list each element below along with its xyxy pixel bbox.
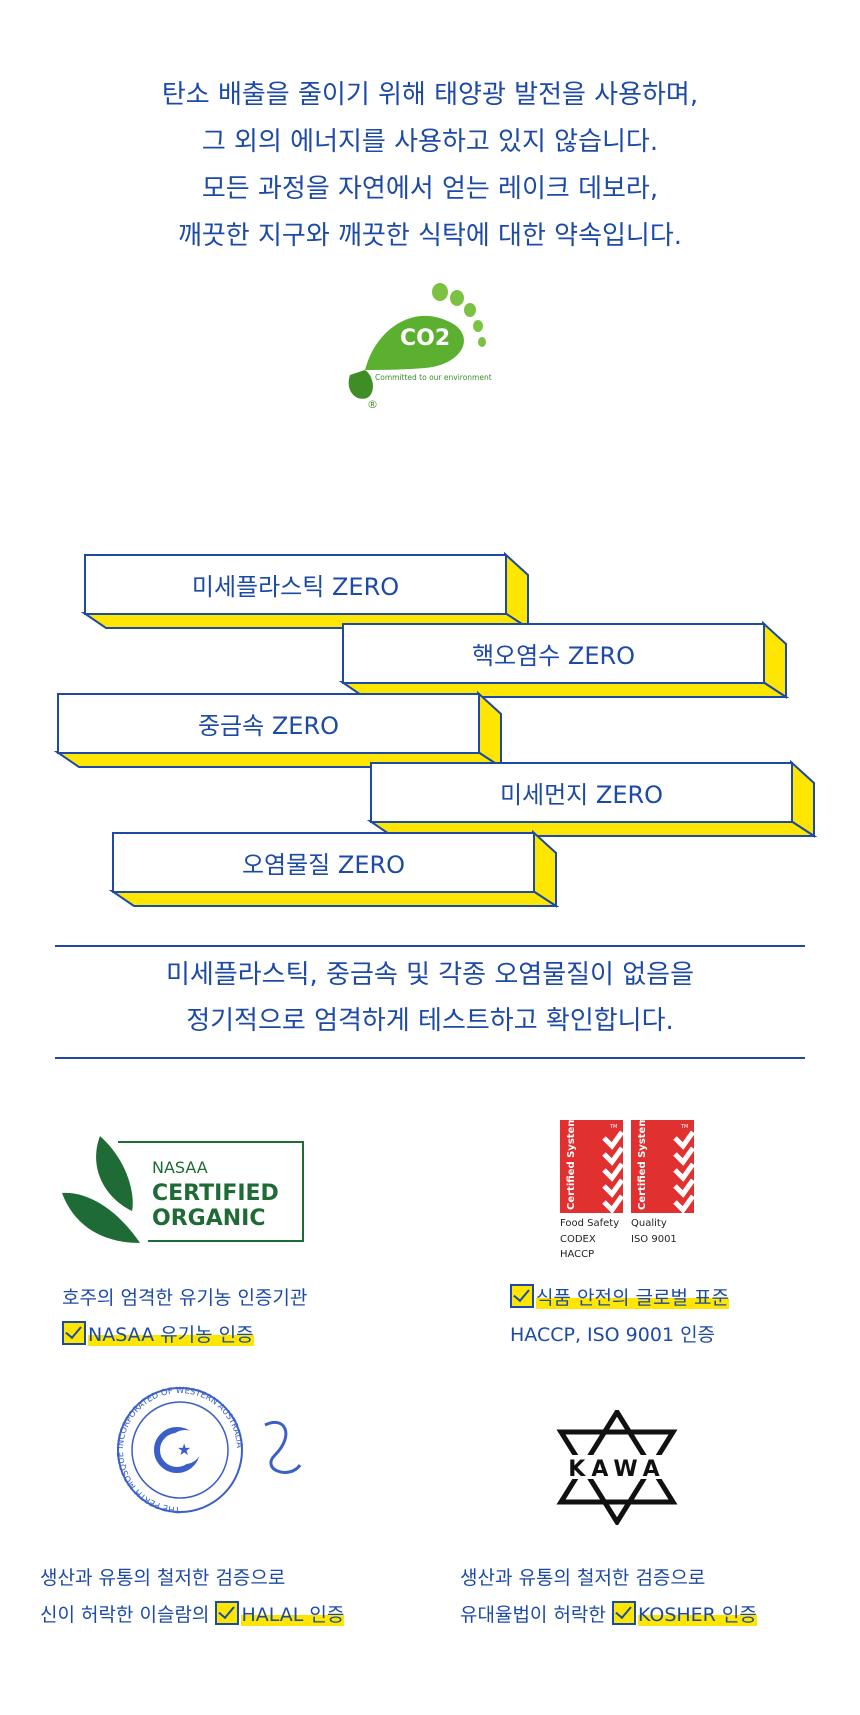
logo-text: NASAA <box>152 1158 208 1177</box>
perth-mosque-halal-seal: THE PERTH MOSQUE INCORPORATED OF WESTERN… <box>116 1386 302 1514</box>
checkbox-icon <box>62 1321 86 1345</box>
caption-text: 유대율법이 허락한 <box>460 1604 606 1626</box>
nasaa-certified-organic-logo: NASAA CERTIFIED ORGANIC <box>62 1136 304 1243</box>
halal-caption: 생산과 유통의 철저한 검증으로 신이 허락한 이슬람의 HALAL 인증 <box>40 1560 345 1634</box>
intro-line: 그 외의 에너지를 사용하고 있지 않습니다. <box>201 127 659 157</box>
checkbox-icon <box>611 1601 636 1625</box>
divider <box>55 1057 805 1059</box>
label-text: Quality <box>631 1218 667 1229</box>
co2-footprint-logo: CO2 Committed to our environment ® <box>348 283 492 410</box>
svg-text:★: ★ <box>177 1440 191 1459</box>
kawa-kosher-logo: KAWA <box>556 1410 678 1525</box>
co2-text: CO2 <box>400 326 450 351</box>
zero-box-pollutant: 오염물질 ZERO <box>108 829 560 908</box>
checkbox-icon <box>215 1601 240 1625</box>
testing-line: 미세플라스틱, 중금속 및 각종 오염물질이 없음을 <box>166 960 694 990</box>
label-text: HACCP <box>560 1249 594 1260</box>
caption-highlight: HALAL 인증 <box>241 1604 345 1626</box>
zero-box-heavy-metal: 중금속 ZERO <box>53 690 505 769</box>
zero-label: 핵오염수 ZERO <box>342 623 765 684</box>
logo-text: CERTIFIED <box>152 1181 279 1206</box>
label-text: Food Safety <box>560 1218 619 1229</box>
label-text: CODEX <box>560 1234 596 1245</box>
intro-text: 탄소 배출을 줄이기 위해 태양광 발전을 사용하며, 그 외의 에너지를 사용… <box>0 72 860 260</box>
zero-label: 미세먼지 ZERO <box>370 762 793 823</box>
zero-label: 오염물질 ZERO <box>112 832 535 893</box>
badge-text: Certified System <box>566 1120 577 1210</box>
zero-label: 중금속 ZERO <box>57 693 480 754</box>
tm-mark: TM <box>680 1124 688 1130</box>
registered-mark: ® <box>367 398 378 410</box>
caption-highlight: 식품 안전의 글로벌 표준 <box>536 1287 729 1309</box>
testing-text: 미세플라스틱, 중금속 및 각종 오염물질이 없음을 정기적으로 엄격하게 테스… <box>0 952 860 1044</box>
caption-line: 생산과 유통의 철저한 검증으로 <box>40 1567 286 1589</box>
testing-line: 정기적으로 엄격하게 테스트하고 확인합니다. <box>186 1006 674 1036</box>
badge-text: Certified System <box>637 1120 648 1210</box>
kosher-caption: 생산과 유통의 철저한 검증으로 유대율법이 허락한 KOSHER 인증 <box>460 1560 757 1634</box>
tm-mark: TM <box>609 1124 617 1130</box>
caption-highlight: KOSHER 인증 <box>637 1604 757 1626</box>
logo-text: ORGANIC <box>152 1206 265 1231</box>
intro-line: 깨끗한 지구와 깨끗한 식탁에 대한 약속입니다. <box>177 221 683 251</box>
caption-line: 생산과 유통의 철저한 검증으로 <box>460 1567 706 1589</box>
haccp-caption: 식품 안전의 글로벌 표준 HACCP, ISO 9001 인증 <box>510 1280 729 1354</box>
zero-label: 미세플라스틱 ZERO <box>84 554 507 615</box>
kawa-text: KAWA <box>568 1457 665 1482</box>
caption-text: 신이 허락한 이슬람의 <box>40 1604 210 1626</box>
certified-system-logo: Certified System Certified System TM TM … <box>560 1120 696 1260</box>
checkbox-icon <box>510 1284 534 1308</box>
zero-box-microplastic: 미세플라스틱 ZERO <box>80 551 532 630</box>
zero-box-fine-dust: 미세먼지 ZERO <box>366 759 818 838</box>
intro-line: 모든 과정을 자연에서 얻는 레이크 데보라, <box>201 174 659 204</box>
caption-line: HACCP, ISO 9001 인증 <box>510 1324 716 1346</box>
divider <box>55 945 805 947</box>
caption-line: 호주의 엄격한 유기농 인증기관 <box>62 1287 308 1309</box>
co2-tagline: Committed to our environment <box>375 373 492 382</box>
intro-line: 탄소 배출을 줄이기 위해 태양광 발전을 사용하며, <box>161 80 699 110</box>
label-text: ISO 9001 <box>631 1234 677 1245</box>
zero-box-nuclear-water: 핵오염수 ZERO <box>338 620 790 699</box>
nasaa-caption: 호주의 엄격한 유기농 인증기관 NASAA 유기농 인증 <box>62 1280 307 1354</box>
caption-highlight: NASAA 유기농 인증 <box>88 1324 254 1346</box>
